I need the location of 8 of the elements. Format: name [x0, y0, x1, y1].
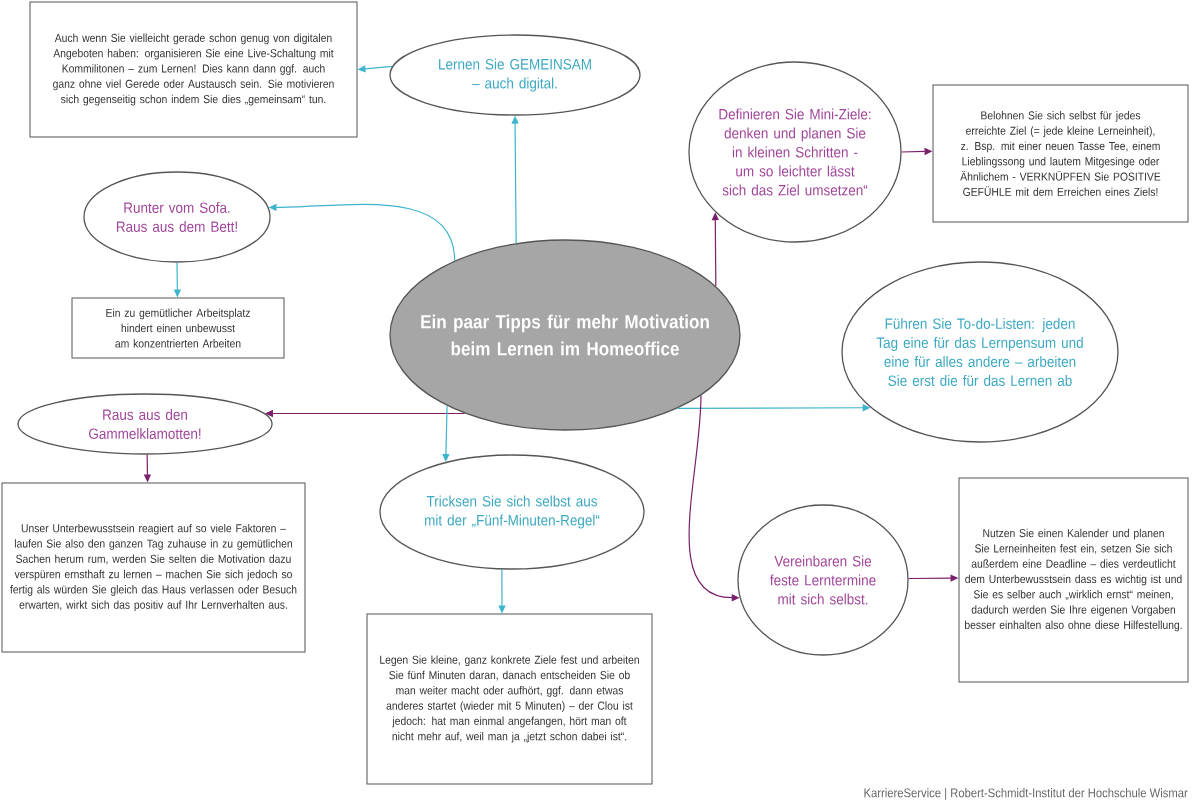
arrow [442, 405, 450, 462]
footer-text: KarriereService | Robert-Schmidt-Institut der Hochschule Wismar [864, 788, 1188, 800]
text-box: Auch wenn Sie vielleicht gerade schon genug von digitalen Angeboten haben: organisieren Sie eine Live-Schaltung mit Kommilitonen – zum Lernen! Dies kann dann ggf. auch ganz ohne viel Gerede oder Austausch sein. Sie motivieren sich gegenseitig schon indem Sie dies „gemeinsam“ tun. [29, 1, 358, 138]
text-box: Ein zu gemütlicher Arbeitsplatz hindert einen unbewusst am konzentrierten Arbeiten [71, 297, 285, 359]
text-box: Legen Sie kleine, ganz konkrete Ziele fest und arbeiten Sie fünf Minuten daran, danach entscheiden Sie ob man weiter macht oder aufhört, ggf. dann etwas anderes startet (wieder mit 5 Minuten) – der Clou ist jedoch: hat man einmal angefangen, hört man oft nicht mehr auf, weil man ja „jetzt schon dabei ist“. [366, 613, 653, 785]
text-box: Belohnen Sie sich selbst für jedes erreichte Ziel (= jede kleine Lerneinheit), z. Bsp. mit einer neuen Tasse Tee, einem Lieblingssong und lautem Mitgesinge oder Ähnlichem - VERKNÜPFEN Sie POSITIVE GEFÜHLE mit dem Erreichen eines Ziels! [932, 84, 1189, 223]
text-box: Nutzen Sie einen Kalender und planen Sie Lerneinheiten fest ein, setzen Sie sich außerdem eine Deadline – dies verdeutlicht dem Unterbewusstsein dass es wichtig ist und Sie es selber auch „wirklich ernst“ meinen, dadurch werden Sie Ihre eigenen Vorgaben besser einhalten also ohne diese Hilfestellung. [958, 477, 1189, 683]
text-box: Unser Unterbewusstsein reagiert auf so viele Faktoren – laufen Sie also den ganzen Tag zuhause in zu gemütlichen Sachen herum rum, werden Sie selten die Motivation dazu verspüren ernsthaft zu lernen – machen Sie sich jedoch so fertig als würden Sie gleich das Haus verlassen oder Besuch erwarten, wirkt sich das positiv auf Ihr Lernverhalten aus. [1, 482, 306, 653]
